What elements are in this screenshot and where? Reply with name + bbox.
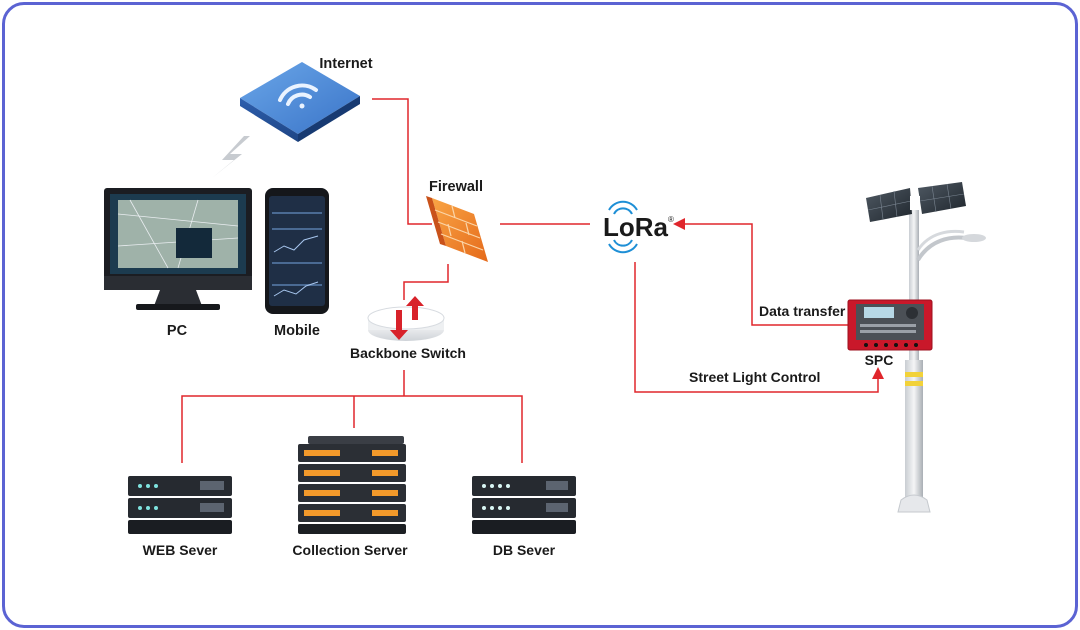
line-internet-firewall — [372, 98, 432, 225]
server-icon — [298, 436, 406, 534]
street-light-control-label: Street Light Control — [689, 369, 820, 385]
firewall-icon — [426, 196, 488, 262]
line-data-transfer-a — [751, 301, 848, 326]
web-server-label: WEB Sever — [143, 542, 218, 558]
lora-trademark: ® — [668, 215, 674, 224]
router-icon — [240, 62, 360, 142]
solar-panel-icon — [866, 182, 966, 222]
wireless-icon — [212, 136, 250, 178]
wifi-icon — [278, 83, 318, 109]
db-server-label: DB Sever — [493, 542, 556, 558]
up-down-arrows-icon — [390, 296, 424, 340]
lora-logo: LoRa ® — [603, 200, 674, 254]
spc-label: SPC — [865, 352, 894, 368]
lora-label: LoRa — [603, 212, 669, 242]
server-icon — [128, 476, 232, 534]
backbone-switch-label: Backbone Switch — [350, 345, 466, 361]
mobile-label: Mobile — [274, 323, 320, 339]
line-street-light-control — [634, 262, 884, 393]
server-icon — [472, 476, 576, 534]
firewall-label: Firewall — [429, 179, 483, 195]
streetlight-icon — [897, 208, 986, 513]
controller-icon — [847, 299, 933, 351]
line-firewall-switch — [403, 264, 449, 300]
switch-icon — [367, 296, 445, 341]
internet-label: Internet — [319, 56, 372, 72]
collection-server-label: Collection Server — [292, 542, 408, 558]
line-server-bus — [181, 395, 523, 463]
data-transfer-label: Data transfer — [759, 303, 846, 319]
lora-signal-icon — [608, 200, 638, 254]
pc-label: PC — [167, 323, 188, 339]
connection-lines — [181, 98, 884, 463]
line-data-transfer-arrow — [673, 218, 753, 301]
monitor-icon — [104, 188, 252, 310]
phone-icon — [265, 188, 329, 314]
